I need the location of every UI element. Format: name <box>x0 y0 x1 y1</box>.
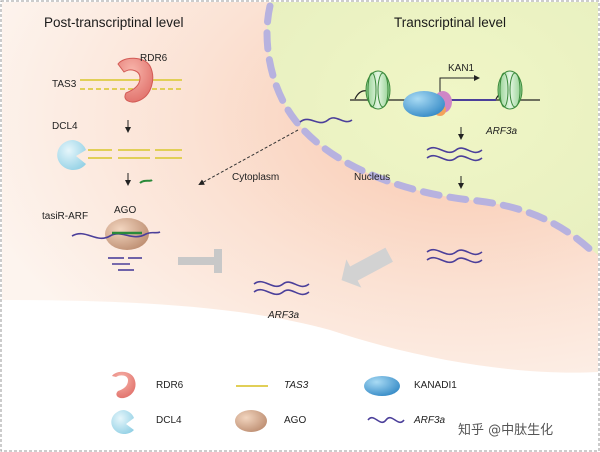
cytoplasm-label: Cytoplasm <box>232 172 280 183</box>
kan1-label: KAN1 <box>448 63 475 74</box>
mrna-single <box>299 117 353 124</box>
mrna-nucleus-1 <box>426 146 483 154</box>
watermark: 知乎 @中肽生化 <box>458 423 554 438</box>
mrna-exported-1 <box>426 248 483 256</box>
nucleosome-right <box>497 70 523 110</box>
dcl4-shape <box>57 140 86 170</box>
tas3-label: TAS3 <box>52 79 77 90</box>
legend-arf3a-symbol <box>367 416 405 424</box>
legend-dcl4-symbol <box>111 410 134 434</box>
legend-arf3a-label: ARF3a <box>414 415 446 426</box>
transcription-arrow <box>439 75 480 98</box>
nuclear-envelope <box>263 2 600 259</box>
left-panel-title: Post-transcriptinal level <box>44 15 184 30</box>
inhibition-symbol <box>178 249 222 273</box>
tasirarf-label: tasiR-ARF <box>42 211 89 222</box>
mrna-exported-2 <box>426 256 483 264</box>
nucleosome-left <box>365 70 391 110</box>
legend-kanadi1-label: KANADI1 <box>414 380 457 391</box>
rdr6-label: RDR6 <box>140 53 168 64</box>
legend-rdr6-symbol <box>112 371 136 399</box>
target-mrna <box>71 231 161 240</box>
right-panel-title: Transcriptinal level <box>394 15 507 30</box>
legend-dcl4-label: DCL4 <box>156 415 182 426</box>
nucleus-label: Nucleus <box>354 172 391 183</box>
legend-ago-label: AGO <box>284 415 307 426</box>
arf3a-center-label: ARF3a <box>268 310 300 321</box>
mrna-nucleus-2 <box>426 154 483 162</box>
legend-ago-symbol <box>235 410 267 432</box>
kanadi1-protein <box>403 91 445 117</box>
dcl4-label: DCL4 <box>52 121 78 132</box>
export-block-arrow <box>341 247 393 288</box>
nucleus-region <box>267 2 598 255</box>
tasirna-fragment <box>139 179 153 184</box>
export-arrow <box>198 129 299 185</box>
legend-tas3-label: TAS3 <box>284 380 309 391</box>
legend-kanadi1-symbol <box>364 376 400 396</box>
mrna-center-2 <box>253 288 310 296</box>
legend-rdr6-label: RDR6 <box>156 380 184 391</box>
mrna-center-1 <box>253 280 310 288</box>
arf3a-right-label: ARF3a <box>486 126 518 137</box>
rdr6-shape <box>117 57 154 103</box>
ago-label: AGO <box>114 205 137 216</box>
